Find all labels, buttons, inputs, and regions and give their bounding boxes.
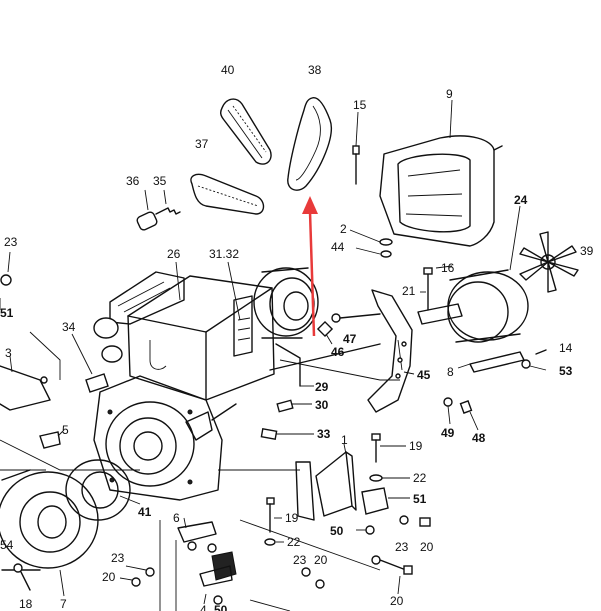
bolt-19-22-center [264,497,284,546]
frame-lines [0,331,400,611]
fan-shroud-9 [379,99,503,247]
callout-20-lower: 20 [102,570,116,584]
callout-53: 53 [559,364,573,378]
callout-49: 49 [441,426,455,440]
engine-block-26 [127,261,275,401]
screw-14-53 [521,349,547,371]
belt-38 [287,97,332,191]
callout-26: 26 [167,247,181,261]
callout-50-lower: 50 [214,603,228,611]
bolt-19-22-51 [361,433,410,515]
bolt-20-lower [371,555,413,595]
plate-3 [0,355,51,411]
part-6 [177,517,217,553]
callout-1: 1 [341,433,348,447]
bolt-15 [352,111,360,185]
callout-20-bottom: 20 [390,594,404,608]
belt-40 [219,98,272,165]
callout-38: 38 [308,63,322,77]
callout-5: 5 [62,423,69,437]
fittings-30-33 [185,399,314,441]
pulley-housing [253,267,319,339]
fan-ring-24 [447,205,529,343]
callout-21: 21 [402,284,416,298]
callout-19-center: 19 [285,511,299,525]
callout-51-left: 51 [0,306,14,320]
callout-40: 40 [221,63,235,77]
callout-31-32: 31.32 [209,247,240,261]
part-23-left [0,251,12,310]
callout-3: 3 [5,346,12,360]
bracket-8 [457,351,525,373]
clutch-7 [0,469,99,597]
part-5 [39,429,65,449]
callout-35: 35 [153,174,167,188]
callout-9: 9 [446,87,453,101]
line-29 [269,343,381,387]
callout-14: 14 [559,341,573,355]
callout-22-right: 22 [413,471,427,485]
callout-50-right: 50 [330,524,344,538]
callout-18: 18 [19,597,33,611]
callout-37: 37 [195,137,209,151]
callout-15: 15 [353,98,367,112]
callout-23-lower: 23 [111,551,125,565]
callout-20-center: 20 [314,553,328,567]
callout-46: 46 [331,345,345,359]
bracket-45 [367,289,415,413]
parts-35-36 [136,189,181,231]
callout-2: 2 [340,222,347,236]
callout-34: 34 [62,320,76,334]
callout-24: 24 [514,193,528,207]
callout-39: 39 [580,244,594,258]
callout-7: 7 [60,597,67,611]
callout-23-center: 23 [293,553,307,567]
gear-housing [93,375,223,501]
callout-51-right: 51 [413,492,427,506]
callout-33: 33 [317,427,331,441]
callout-48: 48 [472,431,486,445]
callout-47: 47 [343,332,357,346]
callout-45: 45 [417,368,431,382]
callout-19-right: 19 [409,439,423,453]
callout-30: 30 [315,398,329,412]
bolts-23-20-lower [119,565,325,589]
callout-22-center: 22 [287,535,301,549]
callout-4: 4 [200,603,207,611]
callout-23-left: 23 [4,235,18,249]
washers-2-44 [349,229,393,258]
callout-20-right: 20 [420,540,434,554]
mount-4-50 [199,551,237,605]
callout-8: 8 [447,365,454,379]
red-arrow [302,196,318,337]
bracket-1 [295,443,357,521]
callout-29: 29 [315,380,329,394]
part-50-23-20 [356,515,431,535]
callout-44: 44 [331,240,345,254]
callout-6: 6 [173,511,180,525]
bracket-16-21 [417,265,463,325]
part-46-47 [316,313,381,345]
callout-16: 16 [441,261,455,275]
callout-41: 41 [138,505,152,519]
callout-36: 36 [126,174,140,188]
fan-blades-39 [519,231,579,293]
injector-34 [71,333,109,393]
callout-54: 54 [0,538,14,552]
bolt-18 [13,563,31,591]
cylinder-head [93,271,185,363]
belt-37 [190,173,265,215]
callout-23-right: 23 [395,540,409,554]
part-48-49 [443,397,479,431]
